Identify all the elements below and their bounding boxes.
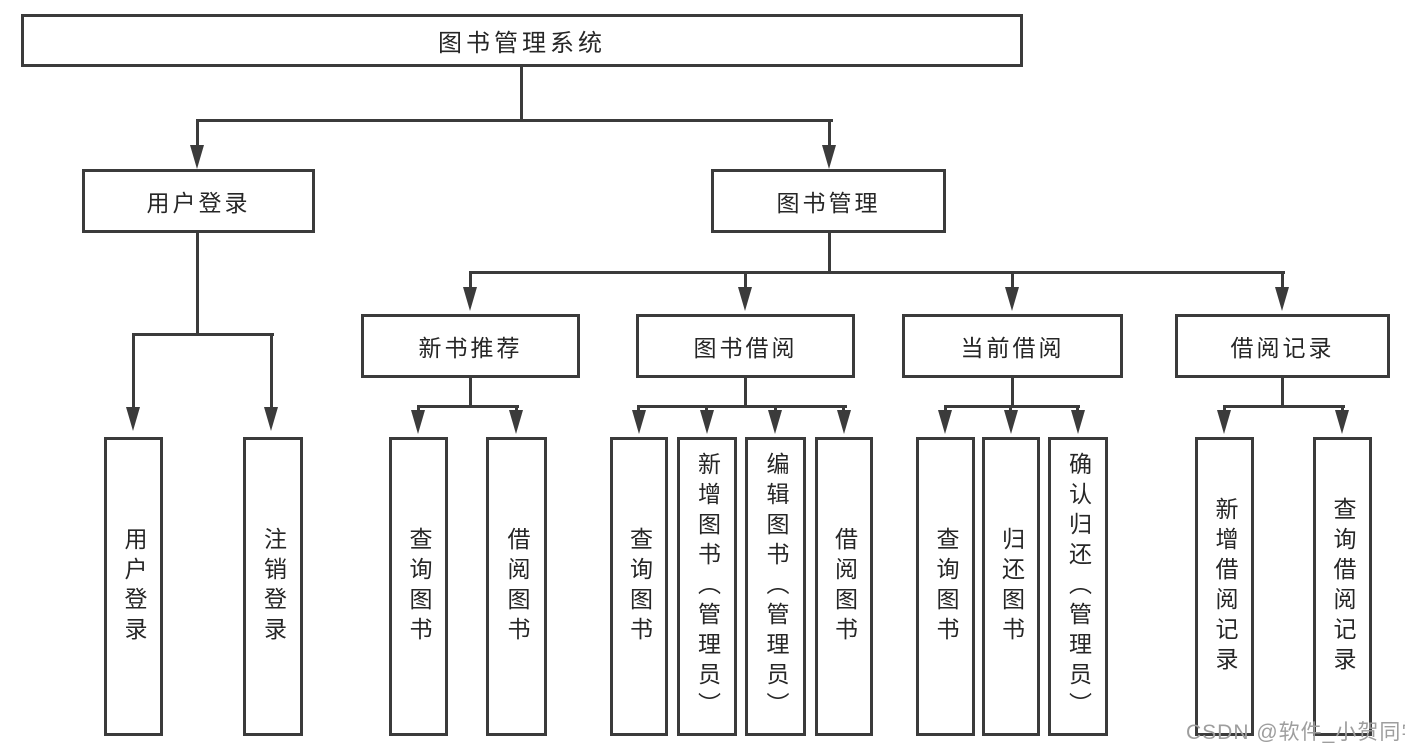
node-label: 新书推荐 xyxy=(418,335,523,361)
leaf-label: 查询图书 xyxy=(626,526,653,647)
connector-stub-book-management xyxy=(828,119,831,147)
leaf-return-books: 归还图书 xyxy=(982,437,1040,736)
leaf-label: 查询借阅记录 xyxy=(1330,496,1356,677)
connector-group2-trunk xyxy=(744,377,747,408)
arrow-group4-child1 xyxy=(1217,410,1231,434)
arrow-to-leaf-logout xyxy=(264,407,278,431)
leaf-label: 归还图书 xyxy=(998,526,1025,647)
arrow-to-borrowing-records xyxy=(1275,287,1289,311)
arrow-group2-child2 xyxy=(700,410,714,434)
arrow-group2-child4 xyxy=(837,410,851,434)
leaf-confirm-return-admin: 确认归还（管理员） xyxy=(1048,437,1108,736)
leaf-query-books-borrowing: 查询图书 xyxy=(610,437,668,736)
node-label: 借阅记录 xyxy=(1230,335,1335,361)
connector-group3-hline xyxy=(944,405,1080,408)
leaf-label: 查询图书 xyxy=(933,526,959,647)
arrow-group3-child1 xyxy=(938,410,952,434)
leaf-label: 新增借阅记录 xyxy=(1212,496,1238,677)
leaf-label: 借阅图书 xyxy=(504,526,530,647)
node-current-borrowing: 当前借阅 xyxy=(902,314,1123,378)
connector-user-login-hline xyxy=(132,333,274,336)
csdn-watermark: CSDN @软件_小贺同学 xyxy=(1186,721,1405,744)
connector-stub-new-book xyxy=(469,271,472,289)
connector-group3-trunk xyxy=(1011,377,1014,408)
leaf-label: 编辑图书（管理员） xyxy=(763,451,789,722)
connector-group1-hline xyxy=(417,405,519,408)
leaf-label: 新增图书（管理员） xyxy=(694,451,721,722)
connector-stub-leaf-user-login xyxy=(132,333,135,410)
connector-group4-trunk xyxy=(1281,377,1284,408)
connector-group2-hline xyxy=(637,405,847,408)
arrow-group1-child1 xyxy=(411,410,425,434)
connector-group1-trunk xyxy=(469,377,472,408)
arrow-group3-child2 xyxy=(1004,410,1018,434)
node-book-borrowing: 图书借阅 xyxy=(636,314,855,378)
node-label: 图书管理系统 xyxy=(438,30,606,57)
connector-stub-user-login xyxy=(196,119,199,147)
node-book-management: 图书管理 xyxy=(711,169,946,233)
leaf-label: 借阅图书 xyxy=(831,526,858,647)
leaf-query-borrow-record: 查询借阅记录 xyxy=(1313,437,1372,736)
leaf-label: 查询图书 xyxy=(406,526,432,647)
leaf-add-book-admin: 新增图书（管理员） xyxy=(677,437,737,736)
node-label: 用户登录 xyxy=(146,190,251,216)
node-label: 当前借阅 xyxy=(960,335,1065,361)
leaf-logout: 注销登录 xyxy=(243,437,303,736)
leaf-edit-book-admin: 编辑图书（管理员） xyxy=(745,437,806,736)
connector-root-hline xyxy=(196,119,833,122)
leaf-query-books-current: 查询图书 xyxy=(916,437,975,736)
node-new-book-recommendation: 新书推荐 xyxy=(361,314,580,378)
connector-root-trunk xyxy=(520,66,523,120)
connector-book-management-hline xyxy=(469,271,1285,274)
arrow-to-new-book xyxy=(463,287,477,311)
connector-stub-current-borrowing xyxy=(1011,271,1014,289)
leaf-borrow-books-recommend: 借阅图书 xyxy=(486,437,547,736)
arrow-group2-child3 xyxy=(768,410,782,434)
arrow-group3-child3 xyxy=(1071,410,1085,434)
node-label: 图书管理 xyxy=(776,190,881,216)
node-library-management-system: 图书管理系统 xyxy=(21,14,1023,67)
arrow-to-leaf-user-login xyxy=(126,407,140,431)
leaf-user-login: 用户登录 xyxy=(104,437,163,736)
arrow-to-book-borrowing xyxy=(738,287,752,311)
node-label: 图书借阅 xyxy=(693,335,798,361)
connector-group4-hline xyxy=(1223,405,1345,408)
arrow-to-user-login xyxy=(190,145,204,169)
arrow-group4-child2 xyxy=(1335,410,1349,434)
arrow-to-book-management xyxy=(822,145,836,169)
connector-stub-leaf-logout xyxy=(270,333,273,410)
leaf-add-borrow-record: 新增借阅记录 xyxy=(1195,437,1254,736)
node-borrowing-records: 借阅记录 xyxy=(1175,314,1390,378)
arrow-group1-child2 xyxy=(509,410,523,434)
leaf-label: 确认归还（管理员） xyxy=(1065,451,1092,722)
arrow-group2-child1 xyxy=(632,410,646,434)
leaf-label: 注销登录 xyxy=(260,526,287,647)
node-user-login: 用户登录 xyxy=(82,169,315,233)
leaf-label: 用户登录 xyxy=(121,526,147,647)
leaf-borrow-books: 借阅图书 xyxy=(815,437,873,736)
arrow-to-current-borrowing xyxy=(1005,287,1019,311)
connector-book-management-trunk xyxy=(828,232,831,274)
leaf-query-books-recommend: 查询图书 xyxy=(389,437,448,736)
connector-stub-book-borrowing xyxy=(744,271,747,289)
connector-user-login-trunk xyxy=(196,232,199,335)
connector-stub-borrowing-records xyxy=(1281,271,1284,289)
